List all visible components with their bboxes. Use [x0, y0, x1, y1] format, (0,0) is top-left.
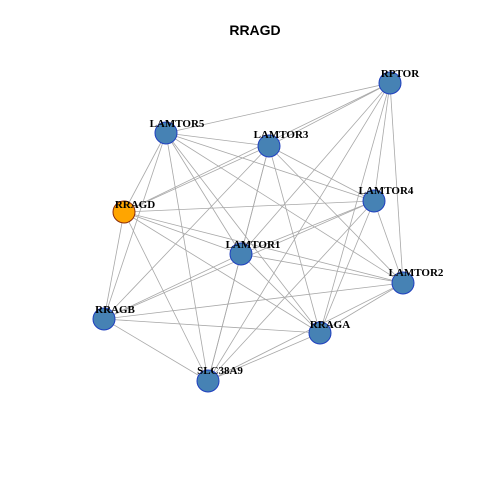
edge-rragd-rragb — [103, 211, 125, 320]
node-label-slc38a9: SLC38A9 — [197, 365, 243, 377]
edge-lamtor1-rptor — [240, 82, 391, 255]
node-label-lamtor4: LAMTOR4 — [359, 185, 414, 197]
edge-layer — [103, 82, 404, 382]
node-lamtor2 — [391, 271, 415, 295]
node-lamtor4 — [362, 189, 386, 213]
node-label-rraga: RRAGA — [310, 319, 350, 331]
edge-lamtor5-lamtor2 — [165, 132, 404, 284]
edge-lamtor3-rragb — [103, 145, 270, 320]
edge-rraga-slc38a9 — [207, 332, 321, 382]
edge-lamtor2-rraga — [319, 282, 404, 334]
edge-lamtor4-rragd — [123, 200, 375, 213]
edge-rragb-rraga — [103, 318, 321, 334]
edge-rragd-slc38a9 — [123, 211, 209, 382]
edge-lamtor2-rptor — [389, 82, 404, 284]
edge-lamtor5-lamtor1 — [165, 132, 242, 255]
node-lamtor3 — [257, 134, 281, 158]
node-slc38a9 — [196, 369, 220, 393]
edge-lamtor4-rraga — [319, 200, 375, 334]
edge-lamtor4-lamtor2 — [373, 200, 404, 284]
edge-lamtor3-rragd — [123, 145, 270, 213]
edge-lamtor3-rraga — [268, 145, 321, 334]
edge-lamtor1-rraga — [240, 253, 321, 334]
edge-lamtor1-lamtor2 — [240, 253, 404, 284]
node-lamtor1 — [229, 242, 253, 266]
node-label-lamtor2: LAMTOR2 — [389, 267, 444, 279]
edge-lamtor2-rragd — [123, 211, 404, 284]
node-rragd — [112, 200, 136, 224]
edge-lamtor4-slc38a9 — [207, 200, 375, 382]
edge-lamtor1-slc38a9 — [207, 253, 242, 382]
node-label-lamtor1: LAMTOR1 — [226, 239, 281, 251]
node-lamtor5 — [154, 121, 178, 145]
edge-lamtor3-rptor — [268, 82, 391, 147]
diagram-title: RRAGD — [229, 22, 280, 38]
edge-lamtor5-rraga — [165, 132, 321, 334]
node-label-rragb: RRAGB — [95, 304, 135, 316]
edge-rragd-rraga — [123, 211, 321, 334]
node-label-lamtor3: LAMTOR3 — [254, 129, 309, 141]
node-label-lamtor5: LAMTOR5 — [150, 118, 205, 130]
edge-lamtor4-lamtor1 — [240, 200, 375, 255]
edge-lamtor5-slc38a9 — [165, 132, 209, 382]
node-rragb — [92, 307, 116, 331]
edge-lamtor2-rragb — [103, 282, 404, 320]
edge-lamtor5-lamtor3 — [165, 132, 270, 147]
edge-lamtor1-rragb — [103, 253, 242, 320]
edge-rragd-rptor — [123, 82, 391, 213]
node-rptor — [378, 71, 402, 95]
edge-lamtor1-rragd — [123, 211, 242, 255]
edge-lamtor5-rragb — [103, 132, 167, 320]
edge-lamtor5-lamtor4 — [165, 132, 375, 202]
edge-lamtor5-rptor — [165, 82, 391, 134]
edge-lamtor5-rragd — [123, 132, 167, 213]
edge-lamtor3-lamtor4 — [268, 145, 375, 202]
edge-rragb-slc38a9 — [103, 318, 209, 382]
node-rraga — [308, 321, 332, 345]
edge-slc38a9-rptor — [207, 82, 391, 382]
edge-lamtor3-lamtor2 — [268, 145, 404, 284]
node-label-rptor: RPTOR — [381, 68, 420, 80]
node-label-rragd: RRAGD — [115, 199, 155, 211]
edge-lamtor4-rptor — [373, 82, 391, 202]
